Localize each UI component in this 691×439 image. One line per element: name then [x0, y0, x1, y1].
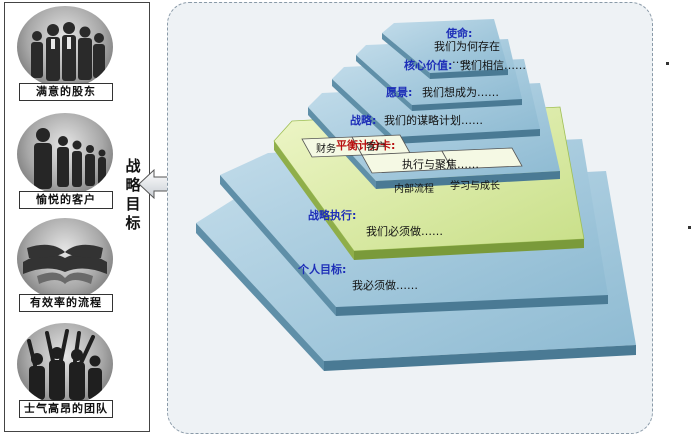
individual-key: 个人目标: [297, 262, 346, 276]
individual-text: 我必须做…… [352, 278, 418, 292]
execution-key: 战略执行: [308, 208, 356, 222]
perspective-internal-process-label: 内部流程 [394, 182, 434, 195]
process-label: 有效率的流程 [19, 294, 113, 312]
strategic-goals-panel: 满意的股东 愉悦的客户 有效率的流程 [4, 2, 150, 432]
strategy-key: 战略: [350, 113, 376, 127]
customers-label: 愉悦的客户 [19, 191, 113, 209]
vision-key: 愿景: [386, 86, 412, 99]
execution-text: 我们必须做…… [366, 224, 443, 238]
scorecard-text: 执行与聚焦…… [402, 157, 479, 171]
mission-text: 我们为何存在 [434, 39, 500, 53]
shareholders-photo [17, 6, 113, 88]
team-label: 士气高昂的团队 [19, 400, 113, 418]
team-photo [17, 323, 113, 405]
values-text: 我们相信…… [460, 58, 526, 72]
selection-handle [666, 62, 669, 65]
perspective-learning-growth: 学习与成长 [450, 179, 500, 192]
values-key: 核心价值: [404, 58, 452, 72]
shareholders-label: 满意的股东 [19, 83, 113, 101]
process-photo [17, 218, 113, 300]
strategy-text: 我们的谋略计划…… [384, 113, 483, 127]
perspective-customer: 客户 [366, 140, 386, 153]
perspective-finance: 财务 [316, 142, 336, 155]
customers-photo [17, 113, 113, 195]
mission-key: 使命: [445, 26, 472, 40]
strategy-pyramid: 使命: 我们为何存在 …… 核心价值: 我们相信…… 愿景: 我们想成为…… 战… [168, 3, 654, 435]
strategy-pyramid-panel: 使命: 我们为何存在 …… 核心价值: 我们相信…… 愿景: 我们想成为…… 战… [167, 2, 653, 434]
vision-text: 我们想成为…… [422, 85, 499, 99]
